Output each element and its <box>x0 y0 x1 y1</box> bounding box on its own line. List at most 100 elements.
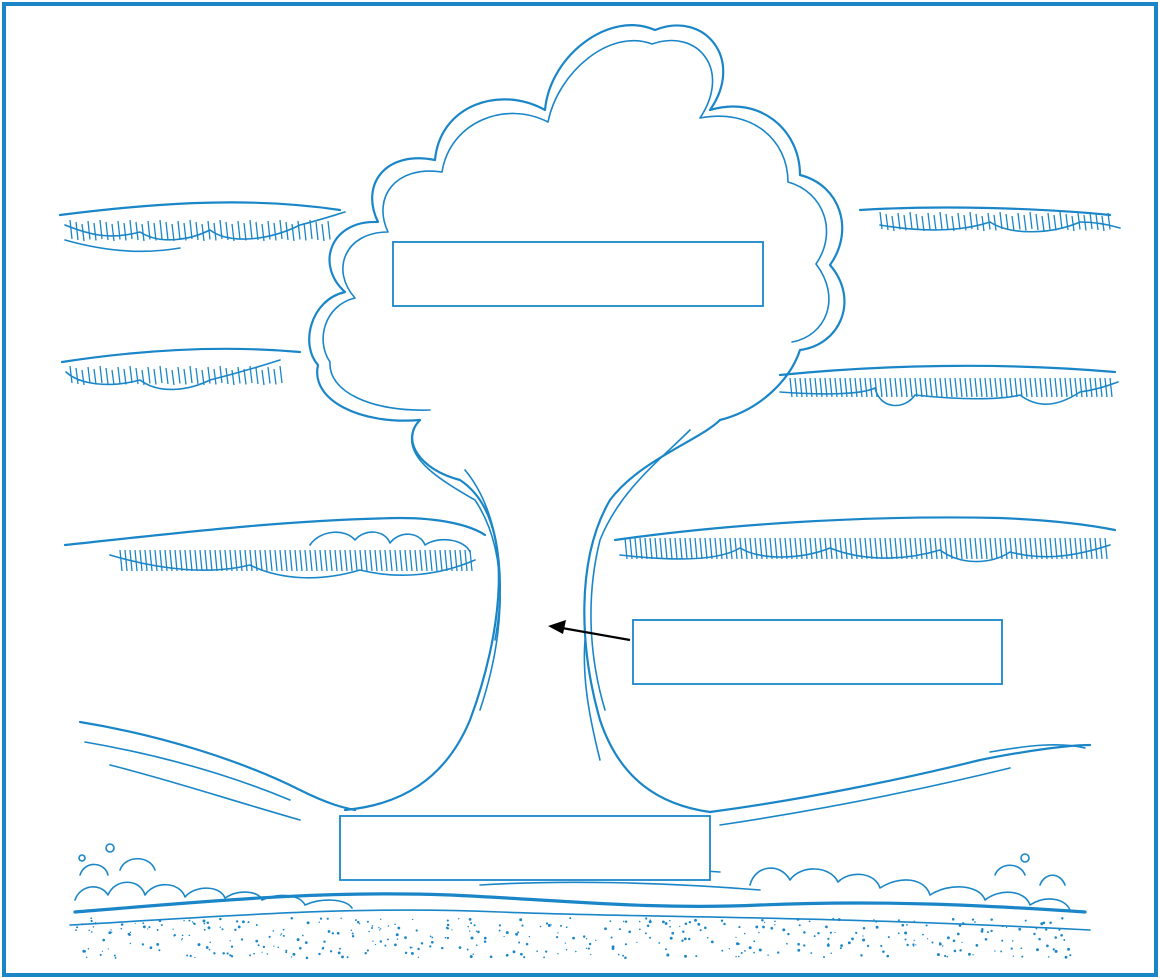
stipple-dot <box>556 936 558 938</box>
stipple-dot <box>968 953 971 956</box>
stipple-dot <box>1065 956 1068 959</box>
stipple-dot <box>209 949 211 951</box>
hatch-stroke <box>910 378 912 397</box>
hatch-stroke <box>955 378 957 397</box>
stipple-dot <box>665 922 668 925</box>
hatch-stroke <box>415 550 417 571</box>
stipple-dot <box>612 947 615 950</box>
stipple-dot <box>695 955 697 957</box>
hatch-stroke <box>960 378 962 397</box>
stipple-dot <box>206 946 209 949</box>
stipple-dot <box>875 921 877 923</box>
hatch-stroke <box>390 550 392 571</box>
hatch-stroke <box>298 221 300 240</box>
hatch-stroke <box>315 550 317 571</box>
stipple-dot <box>459 946 462 949</box>
stipple-dot <box>469 918 472 921</box>
hatch-stroke <box>435 550 437 571</box>
hatch-stroke <box>990 538 992 559</box>
hatch-stroke <box>430 550 432 571</box>
stipple-dot <box>148 926 150 928</box>
stipple-dot <box>231 946 233 948</box>
stipple-dot <box>281 933 282 934</box>
hatch-stroke <box>1024 215 1026 231</box>
stipple-dot <box>862 939 865 942</box>
hatch-stroke <box>175 550 177 571</box>
stipple-dot <box>863 927 866 930</box>
hatch-stroke <box>300 550 302 571</box>
hatch-stroke <box>970 538 972 559</box>
label-box-base[interactable] <box>340 816 710 880</box>
stipple-dot <box>830 952 832 954</box>
stipple-dot <box>540 926 542 928</box>
hatch-stroke <box>1050 378 1052 397</box>
stipple-dot <box>378 927 379 928</box>
stipple-dot <box>902 924 905 927</box>
hatch-stroke <box>370 550 372 571</box>
stipple-dot <box>526 943 529 946</box>
hatch-stroke <box>82 370 84 385</box>
hatch-stroke <box>118 367 120 384</box>
hatch-stroke <box>166 368 168 384</box>
hatch-stroke <box>328 221 330 240</box>
stipple-dot <box>1038 938 1041 941</box>
hatch-stroke <box>112 370 114 385</box>
stipple-dot <box>102 939 105 942</box>
stipple-dot <box>100 954 102 956</box>
stipple-dot <box>665 948 667 950</box>
hatch-stroke <box>184 369 186 385</box>
stipple-dot <box>1054 936 1057 939</box>
stipple-dot <box>110 929 111 930</box>
stipple-dot <box>263 946 265 948</box>
stipple-dot <box>669 920 671 922</box>
hatch-stroke <box>895 378 897 397</box>
stipple-dot <box>234 929 236 931</box>
stipple-dot <box>474 924 476 926</box>
stipple-dot <box>1013 956 1014 957</box>
hatch-stroke <box>244 223 246 241</box>
stipple-dot <box>1060 934 1063 937</box>
hatch-stroke <box>330 550 332 571</box>
stipple-dot <box>441 947 443 949</box>
stipple-dot <box>471 937 474 940</box>
stipple-dot <box>337 932 340 935</box>
stipple-dot <box>384 945 386 947</box>
hatch-stroke <box>124 369 126 385</box>
stipple-dot <box>817 932 819 934</box>
stipple-dot <box>404 936 407 939</box>
hatch-stroke <box>178 367 180 384</box>
hatch-stroke <box>1090 212 1092 229</box>
stipple-dot <box>82 950 85 953</box>
hatch-stroke <box>1060 378 1062 397</box>
stipple-dot <box>723 923 725 925</box>
cloud-stem <box>345 420 720 812</box>
stipple-dot <box>292 953 295 956</box>
hatch-stroke <box>976 214 978 230</box>
stipple-dot <box>394 924 396 926</box>
hatch-stroke <box>160 366 162 383</box>
stipple-dot <box>88 948 90 950</box>
label-box-top[interactable] <box>393 242 763 306</box>
hatch-stroke <box>140 550 142 571</box>
stipple-dot <box>340 918 341 919</box>
hatch-stroke <box>985 538 987 559</box>
stipple-dot <box>803 944 805 946</box>
hatch-stroke <box>975 538 977 559</box>
stipple-dot <box>700 929 702 931</box>
hatch-stroke <box>895 538 897 559</box>
hatch-stroke <box>885 378 887 397</box>
hatch-stroke <box>1040 378 1042 397</box>
stipple-dot <box>566 949 568 951</box>
hatch-stroke <box>805 538 807 559</box>
hatch-stroke <box>265 550 267 571</box>
hatch-stroke <box>82 224 84 241</box>
stipple-dot <box>221 928 223 930</box>
stipple-dot <box>207 922 210 925</box>
stipple-dot <box>327 918 329 920</box>
stipple-dot <box>669 926 671 928</box>
stipple-dot <box>684 938 687 941</box>
hatch-stroke <box>922 216 924 231</box>
stipple-dot <box>764 922 765 923</box>
label-box-stem[interactable] <box>633 620 1002 684</box>
stipple-dot <box>827 938 829 940</box>
